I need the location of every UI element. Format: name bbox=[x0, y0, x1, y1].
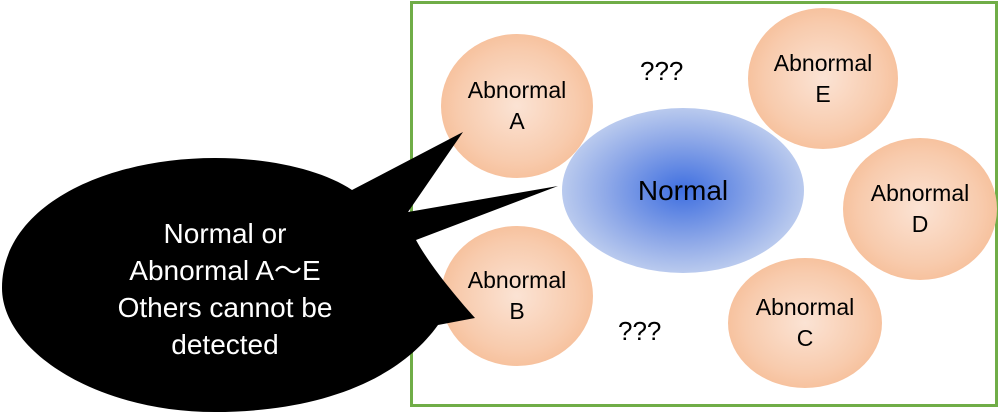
abnormal-d-circle: Abnormal D bbox=[843, 138, 997, 280]
abnormal-e-letter: E bbox=[815, 80, 831, 107]
abnormal-a-letter: A bbox=[509, 108, 525, 134]
abnormal-e-circle: Abnormal E bbox=[748, 8, 898, 149]
abnormal-d-letter: D bbox=[911, 211, 929, 237]
abnormal-b-circle: Abnormal B bbox=[441, 226, 593, 366]
callout-line-2: Abnormal A～E bbox=[129, 255, 321, 286]
abnormal-b-label: Abnormal bbox=[467, 267, 567, 293]
callout-shape bbox=[2, 132, 558, 412]
callout-line-4: detected bbox=[171, 329, 279, 360]
abnormal-c-label: Abnormal bbox=[755, 294, 855, 320]
callout-text: Normal or Abnormal A～E Others cannot be … bbox=[80, 215, 370, 363]
abnormal-b-letter: B bbox=[509, 298, 525, 324]
callout-line-3: Others cannot be bbox=[117, 292, 333, 323]
abnormal-d-label: Abnormal bbox=[870, 180, 970, 206]
unknown-top-marker: ??? bbox=[640, 56, 684, 86]
normal-ellipse: Normal bbox=[562, 108, 804, 273]
abnormal-c-letter: C bbox=[796, 325, 814, 351]
abnormal-a-circle: Abnormal A bbox=[441, 34, 593, 178]
abnormal-a-label: Abnormal bbox=[467, 77, 567, 103]
normal-label: Normal bbox=[637, 175, 729, 206]
unknown-bottom-marker: ??? bbox=[618, 316, 662, 346]
abnormal-e-label: Abnormal bbox=[773, 49, 873, 76]
callout-line-1: Normal or bbox=[163, 218, 287, 249]
abnormal-c-circle: Abnormal C bbox=[728, 258, 882, 388]
